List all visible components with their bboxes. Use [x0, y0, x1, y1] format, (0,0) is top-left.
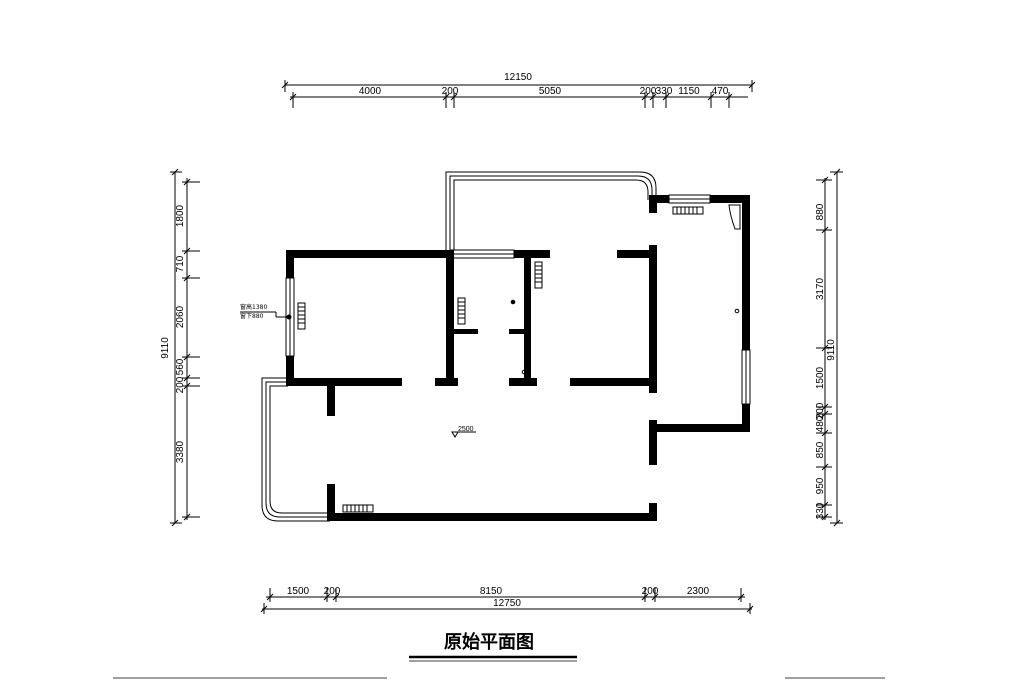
wall-right-top-right — [710, 195, 750, 203]
ceiling-height-annotation: 2500 — [451, 426, 476, 438]
dim-right-total: 9110 — [826, 339, 837, 361]
window-annotation: 窗高1380 窗下880 — [240, 303, 289, 320]
dim-right-seg-7: 950 — [815, 477, 826, 494]
left-balcony-railing — [261, 377, 330, 522]
top-dimension-chain: 12150 4000 200 5050 200 330 1150 470 — [281, 72, 756, 108]
wall-middle-bottom — [570, 378, 657, 386]
dim-bottom-seg-2: 200 — [324, 586, 341, 597]
wall-bath-partition-right — [509, 329, 524, 334]
dim-bottom-seg-1: 1500 — [287, 586, 310, 597]
wall-right-outer-upper — [742, 195, 750, 350]
wall-right-outer-lower — [742, 404, 750, 432]
dim-left-seg-1: 1800 — [175, 204, 186, 227]
wall-living-left-bottom-stub — [327, 484, 335, 521]
dim-right-seg-6: 850 — [815, 441, 826, 458]
wall-living-right-bottom — [649, 503, 657, 521]
dim-top-seg-4: 200 — [640, 86, 657, 97]
dim-right-seg-5: 480 — [815, 415, 826, 432]
dim-right-seg-8: 330 — [815, 502, 826, 519]
radiator-right-room — [672, 206, 704, 215]
drain-bath-icon — [521, 369, 527, 375]
left-dimension-chain: 9110 1800 710 2060 560 200 3380 — [160, 168, 200, 527]
dim-left-total: 9110 — [160, 337, 171, 359]
dim-bottom-seg-5: 2300 — [687, 586, 710, 597]
dim-top-total: 12150 — [504, 72, 532, 83]
wall-right-top-left — [649, 195, 669, 203]
wall-bath-left — [446, 250, 454, 386]
dim-top-seg-6: 1150 — [678, 86, 700, 97]
radiator-bedroom — [297, 302, 306, 330]
radiator-bath — [457, 297, 466, 325]
wall-bath-top-right — [514, 250, 550, 258]
drawing-title-block: 原始平面图 — [409, 631, 577, 662]
wall-right-bottom — [649, 424, 750, 432]
radiator-kitchen — [534, 261, 543, 289]
dim-right-seg-4: 200 — [815, 402, 826, 419]
dim-right-seg-2: 3170 — [815, 277, 826, 300]
wall-bath-bottom-right — [509, 378, 537, 386]
wall-bedroom-left-lower — [286, 356, 294, 386]
fixtures — [286, 204, 741, 513]
dim-top-seg-7: 470 — [712, 86, 729, 97]
dim-top-seg-1: 4000 — [359, 86, 382, 97]
wall-living-bottom — [327, 513, 657, 521]
ceiling-height-label: 2500 — [458, 426, 474, 433]
window-height-label: 窗高1380 — [240, 303, 267, 311]
bottom-dimension-chain: 1500 200 8150 200 2300 12750 — [260, 586, 754, 614]
wall-bedroom-bottom — [286, 378, 402, 386]
dim-left-seg-5: 200 — [175, 376, 186, 393]
dim-left-seg-6: 3380 — [175, 440, 186, 463]
wall-right-upper-left — [649, 195, 657, 213]
dim-top-seg-2: 200 — [442, 86, 459, 97]
drain-icon — [734, 308, 740, 314]
wall-kitchen-stub — [617, 250, 657, 258]
dim-top-seg-5: 330 — [656, 86, 673, 97]
dim-left-seg-3: 2060 — [175, 305, 186, 328]
right-dimension-chain: 9110 880 3170 1500 200 480 850 950 330 — [815, 168, 843, 527]
wall-bath-right — [524, 250, 531, 386]
wall-bedroom-left-upper — [286, 250, 294, 278]
dim-right-seg-3: 1500 — [815, 366, 826, 389]
dim-bottom-total: 12750 — [493, 598, 521, 609]
wall-bedroom-top — [286, 250, 451, 258]
walls — [286, 195, 750, 521]
wall-kitchen-vertical — [649, 245, 657, 393]
wall-bath-partition-left — [454, 329, 478, 334]
drawing-title: 原始平面图 — [444, 631, 534, 653]
dim-bottom-seg-4: 200 — [642, 586, 659, 597]
wall-living-left-top-stub — [327, 386, 335, 416]
pipe-bath-icon — [510, 299, 516, 305]
radiator-living — [342, 504, 374, 513]
wall-bath-bottom-left — [435, 378, 458, 386]
dim-left-seg-2: 710 — [175, 255, 186, 272]
dim-top-seg-3: 5050 — [539, 86, 562, 97]
dim-left-seg-4: 560 — [175, 358, 186, 375]
dim-right-seg-1: 880 — [815, 203, 826, 220]
windows — [285, 194, 751, 405]
dim-bottom-seg-3: 8150 — [480, 586, 503, 597]
wall-right-lower-left — [649, 420, 657, 465]
flue-corner-icon — [728, 204, 741, 230]
top-balcony-railing — [445, 171, 657, 250]
window-sill-label: 窗下880 — [240, 312, 264, 320]
